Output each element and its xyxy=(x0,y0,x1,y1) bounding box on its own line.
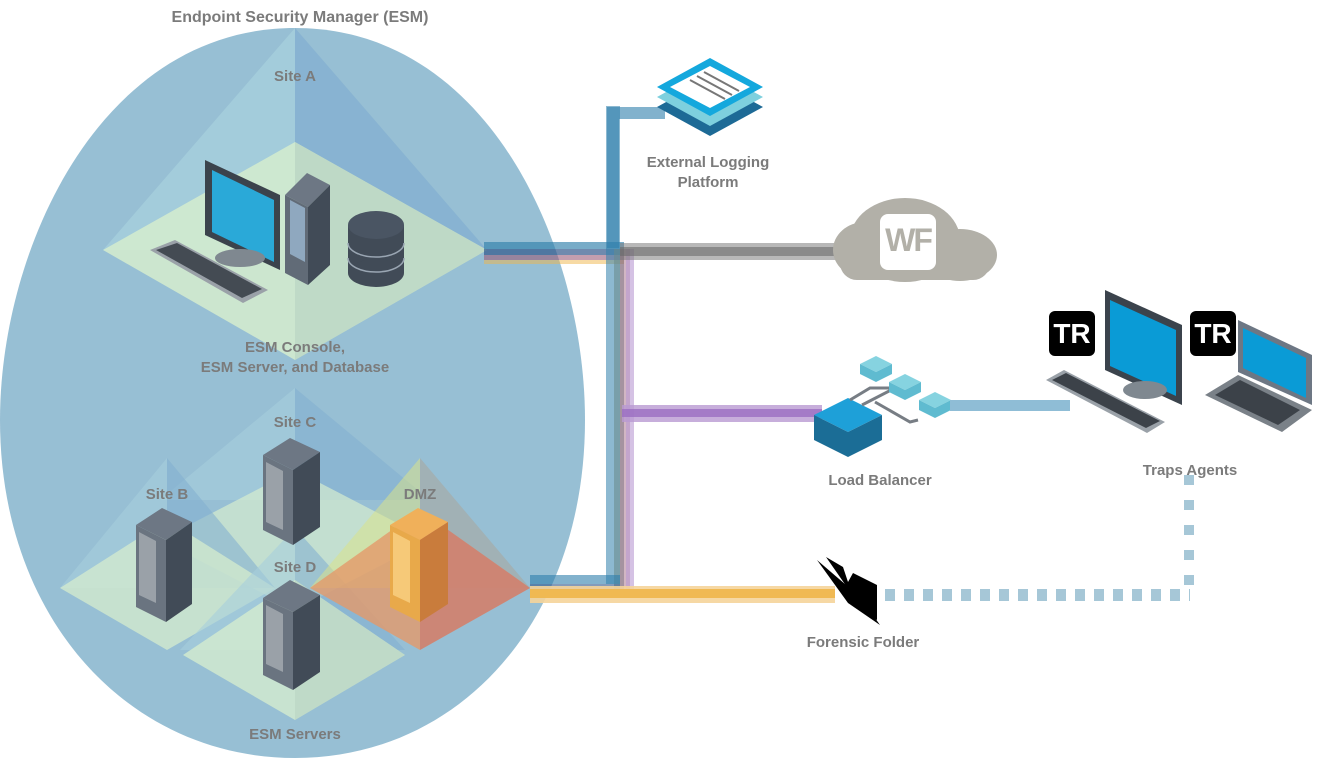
forensic-folder-label: Forensic Folder xyxy=(806,634,920,651)
connector-wildfire xyxy=(620,243,840,260)
external-logging-icon xyxy=(657,58,763,136)
esm-server-icon xyxy=(285,173,330,285)
traps-badge-laptop-text: TR xyxy=(1194,318,1232,349)
site-d-label: Site D xyxy=(273,559,317,576)
wildfire-badge-text: WF xyxy=(885,222,933,258)
dmz-server-icon xyxy=(390,508,448,622)
esm-console-computer-icon xyxy=(150,160,280,303)
wildfire-cloud-icon xyxy=(833,198,997,282)
traps-badge-desktop-text: TR xyxy=(1053,318,1091,349)
database-icon xyxy=(347,211,405,287)
esm-servers-label: ESM Servers xyxy=(249,726,341,743)
traps-desktop-icon xyxy=(1046,290,1182,433)
connector-bundle-top xyxy=(484,242,624,264)
connector-forensic-folder xyxy=(530,586,835,603)
load-balancer-icon xyxy=(814,356,951,457)
traps-badge-laptop xyxy=(1190,311,1236,356)
site-c-label: Site C xyxy=(273,414,317,431)
connector-traps-agents xyxy=(950,400,1070,411)
site-d-server-icon xyxy=(263,580,320,690)
external-logging-label: External Logging Platform xyxy=(646,154,770,191)
site-b-label: Site B xyxy=(145,486,189,503)
site-c-server-icon xyxy=(263,438,320,545)
site-a-label: Site A xyxy=(274,68,316,85)
traps-badge-desktop xyxy=(1049,311,1095,356)
connector-external-logging xyxy=(607,107,665,248)
diagram-title: Endpoint Security Manager (ESM) xyxy=(171,9,429,26)
load-balancer-label: Load Balancer xyxy=(828,472,932,489)
esm-console-label: ESM Console, ESM Server, and Database xyxy=(200,339,390,376)
traps-laptop-icon xyxy=(1205,320,1312,432)
traps-agents-label: Traps Agents xyxy=(1142,462,1238,479)
dmz-label: DMZ xyxy=(403,486,437,503)
connector-load-balancer xyxy=(622,405,822,422)
forensic-folder-icon xyxy=(817,557,880,625)
site-b-server-icon xyxy=(136,508,192,622)
